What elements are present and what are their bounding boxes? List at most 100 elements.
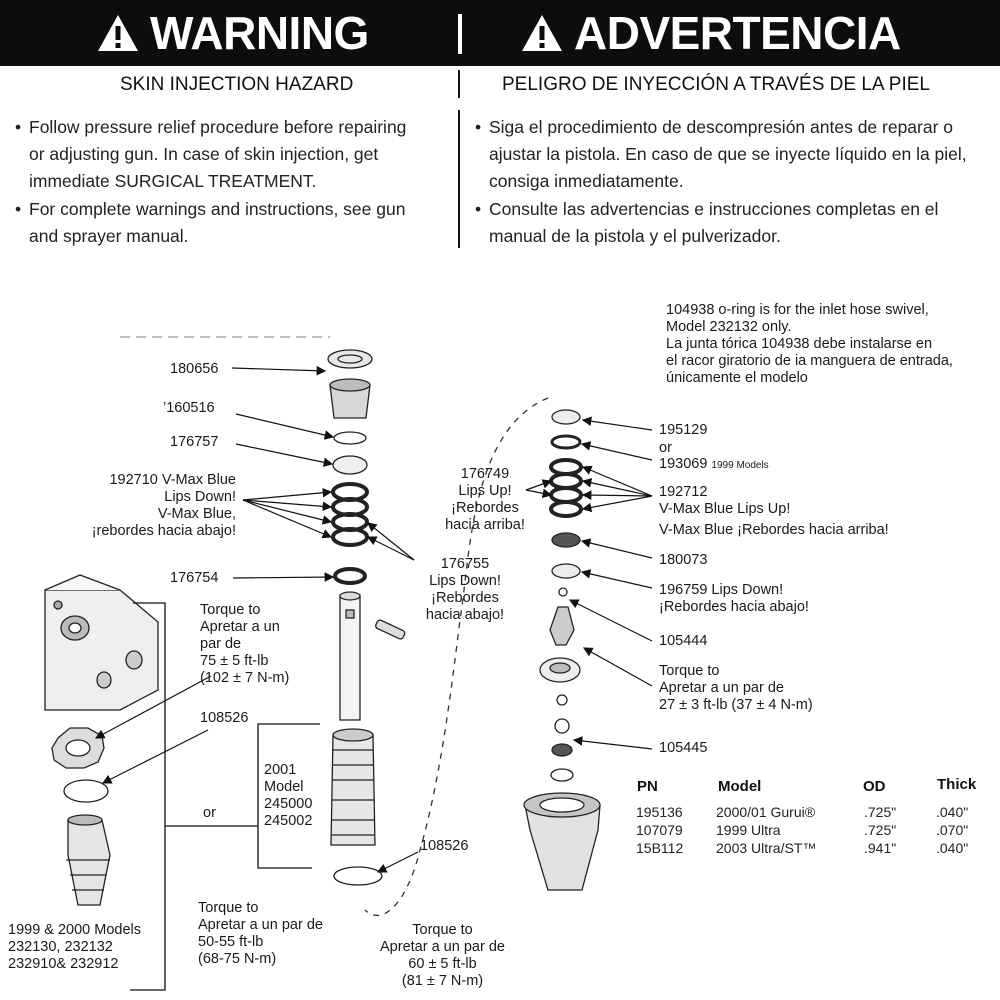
torque-bottom-line-2: Apretar a un par de (380, 939, 505, 955)
torque-mid-line-1: Torque to (198, 900, 259, 916)
model-2001-line-4: 245002 (264, 813, 313, 829)
bullet-es-1-line-3: consiga inmediatamente. (489, 171, 684, 191)
part-176757-label: 176757 (170, 434, 219, 450)
part-192712-label: 192712 V-Max Blue Lips Up! V-Max Blue ¡R… (659, 484, 889, 539)
table-header-od: OD (863, 778, 886, 795)
part-192712-line-3: V-Max Blue ¡Rebordes hacia arriba! (659, 522, 889, 538)
part-176749-line-2: Lips Up! (458, 483, 512, 499)
bullet-es-1: • Siga el procedimiento de descompresión… (475, 114, 999, 195)
table-cell: .725" (864, 804, 897, 820)
part-192710-line-1: 192710 V-Max Blue (109, 472, 236, 488)
torque-right-line-3: 27 ± 3 ft-lb (37 ± 4 N-m) (659, 697, 813, 713)
torque-top-line-1: Torque to (200, 602, 261, 618)
warning-title: WARNING (96, 3, 369, 63)
bullet-en-1: • Follow pressure relief procedure befor… (15, 114, 459, 195)
model-2001-line-2: Model (264, 779, 304, 795)
banner-divider (458, 14, 462, 54)
bullet-es-1-line-2: ajustar la pistola. En caso de que se in… (489, 144, 967, 164)
part-105444-label: 105444 (659, 633, 708, 649)
o-ring-note-line-2: Model 232132 only. (666, 319, 792, 335)
torque-top-line-5: (102 ± 7 N-m) (200, 670, 290, 686)
table-cell: .040" (936, 804, 969, 820)
model-2001-label: 2001 Model 245000 245002 (264, 762, 312, 830)
part-176749-label: 176749 Lips Up! ¡Rebordes hacia arriba! (430, 466, 540, 534)
bullet-es-2-line-1: Consulte las advertencias e instruccione… (489, 199, 939, 219)
torque-right-line-2: Apretar a un par de (659, 680, 784, 696)
bullet-en-1-line-3: immediate SURGICAL TREATMENT. (29, 171, 317, 191)
part-193069-note: 1999 Models (711, 460, 769, 471)
table-cell: .941" (864, 840, 897, 856)
part-193069-number: 193069 (659, 456, 708, 472)
table-cell: .040" (936, 840, 969, 856)
o-ring-note-line-4: el racor giratorio de ia manguera de ent… (666, 353, 953, 369)
torque-top-line-2: Apretar a un (200, 619, 280, 635)
part-192710-line-4: ¡rebordes hacia abajo! (91, 523, 236, 539)
torque-top-label: Torque to Apretar a un par de 75 ± 5 ft-… (200, 602, 289, 687)
bullet-en-1-line-1: Follow pressure relief procedure before … (29, 117, 407, 137)
part-180073-label: 180073 (659, 552, 708, 568)
torque-top-line-3: par de (200, 636, 242, 652)
or-label-left: or (203, 805, 216, 821)
model-2001-line-1: 2001 (264, 762, 297, 778)
torque-bottom-label: Torque to Apretar a un par de 60 ± 5 ft-… (355, 922, 530, 990)
torque-mid-label: Torque to Apretar a un par de 50-55 ft-l… (198, 900, 323, 968)
o-ring-note-line-1: 104938 o-ring is for the inlet hose swiv… (666, 302, 929, 318)
part-108526-lower-label: 108526 (420, 838, 469, 854)
or-label-right: or (659, 440, 672, 456)
o-ring-note-line-3: La junta tórica 104938 debe instalarse e… (666, 336, 933, 352)
warning-triangle-icon (522, 15, 562, 51)
gear-nut (51, 727, 105, 769)
torque-mid-line-2: Apretar a un par de (198, 917, 323, 933)
torque-bottom-line-3: 60 ± 5 ft-lb (408, 956, 477, 972)
part-193069-label: 193069 1999 Models (659, 456, 769, 474)
torque-bottom-line-4: (81 ± 7 N-m) (401, 973, 484, 989)
torque-right-label: Torque to Apretar a un par de 27 ± 3 ft-… (659, 663, 813, 714)
hazard-heading-en: SKIN INJECTION HAZARD (120, 74, 354, 95)
torque-mid-line-3: 50-55 ft-lb (198, 934, 264, 950)
torque-mid-line-4: (68-75 N-m) (198, 951, 277, 967)
bullet-en-2-line-1: For complete warnings and instructions, … (29, 199, 406, 219)
part-176755-line-2: Lips Down! (429, 573, 501, 589)
part-176755-line-1: 176755 (440, 556, 490, 572)
part-196759-line-2: ¡Rebordes hacia abajo! (659, 599, 809, 615)
part-192710-line-3: V-Max Blue, (157, 506, 236, 522)
table-cell: .070" (936, 822, 969, 838)
part-192710-line-2: Lips Down! (164, 489, 236, 505)
models-1999-line-2: 232130, 232132 (8, 939, 113, 955)
part-176749-line-1: 176749 (460, 466, 510, 482)
table-header-thick: Thick (937, 776, 977, 793)
table-cell: 2003 Ultra/ST™ (716, 840, 817, 856)
bullet-es-2: • Consulte las advertencias e instruccio… (475, 196, 999, 250)
part-160516-label: ’160516 (163, 400, 215, 416)
bullet-en-2: • For complete warnings and instructions… (15, 196, 459, 250)
warning-banner: WARNING ADVERTENCIA (0, 0, 1000, 66)
torque-top-line-4: 75 ± 5 ft-lb (200, 653, 269, 669)
bullets-divider (458, 110, 460, 248)
part-196759-line-1: 196759 Lips Down! (659, 582, 784, 598)
part-180656-label: 180656 (170, 361, 219, 377)
left-stack (327, 349, 406, 886)
bullet-es-2-line-2: manual de la pistola y el pulverizador. (489, 226, 781, 246)
table-header-pn: PN (637, 778, 658, 795)
bullet-en-2-line-2: and sprayer manual. (29, 226, 189, 246)
table-cell: 2000/01 Gurui® (716, 804, 816, 820)
table-header-model: Model (718, 778, 762, 795)
hazard-heading-es: PELIGRO DE INYECCIÓN A TRAVÉS DE LA PIEL (502, 74, 931, 95)
part-195129-label: 195129 (659, 422, 708, 438)
torque-right-line-1: Torque to (659, 663, 720, 679)
o-ring-note: 104938 o-ring is for the inlet hose swiv… (666, 302, 953, 387)
models-1999-line-1: 1999 & 2000 Models (8, 922, 142, 938)
models-1999-line-3: 232910& 232912 (8, 956, 119, 972)
part-192712-line-2: V-Max Blue Lips Up! (659, 501, 791, 517)
models-1999-label: 1999 & 2000 Models 232130, 232132 232910… (8, 922, 141, 973)
part-176755-line-3: ¡Rebordes (431, 590, 499, 606)
part-196759-label: 196759 Lips Down! ¡Rebordes hacia abajo! (659, 582, 809, 616)
manifold-block (44, 574, 159, 711)
hazard-divider (458, 70, 460, 98)
table-cell: .725" (864, 822, 897, 838)
part-176749-line-4: hacia arriba! (445, 517, 525, 533)
part-176754-label: 176754 (170, 570, 219, 586)
warning-triangle-icon (98, 15, 138, 51)
